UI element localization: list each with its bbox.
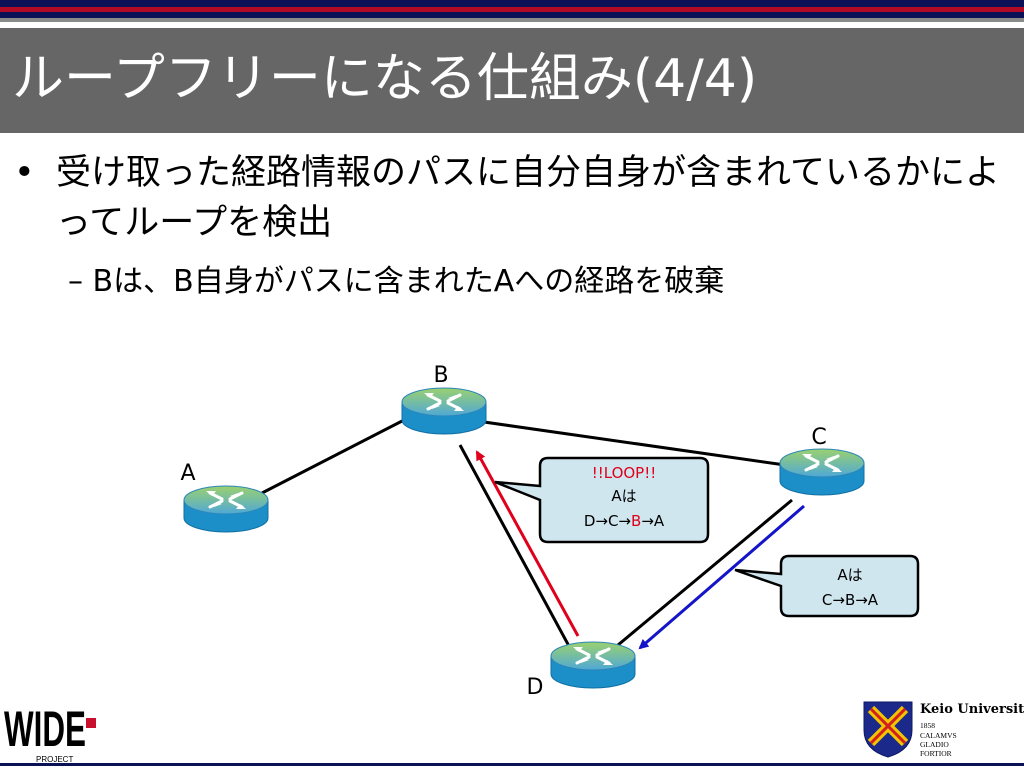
keio-motto-2: GLADIO	[920, 740, 949, 749]
slide-title: ループフリーになる仕組み(4/4)	[12, 49, 758, 109]
bullet-2-text: – Bは、B自身がパスに含まれたAへの経路を破棄	[68, 264, 725, 299]
bullet-1-text: 受け取った経路情報のパスに自分自身が含まれているかによってループを検出	[56, 153, 1000, 243]
path-callout-line2: C→B→A	[822, 591, 879, 609]
loop-callout: !!LOOP!! Aは D→C→B→A	[494, 456, 710, 544]
loop-path-suffix: →A	[641, 512, 665, 530]
wide-logo-subtext: PROJECT	[36, 755, 73, 764]
keio-motto-3: FORTIOR	[920, 749, 952, 758]
node-b-label: B	[433, 363, 448, 388]
header-stripe-navy-2	[0, 12, 1024, 18]
router-d-icon	[549, 640, 637, 690]
node-d-label: D	[527, 675, 544, 700]
loop-arrow-red	[475, 450, 580, 637]
loop-callout-line3: D→C→B→A	[584, 512, 665, 530]
keio-shield-icon	[863, 701, 913, 758]
path-callout: Aは C→B→A	[734, 554, 920, 618]
title-bar: ループフリーになる仕組み(4/4)	[0, 28, 1024, 133]
router-a-icon	[182, 484, 270, 534]
keio-year: 1858	[920, 721, 935, 730]
router-c-icon	[778, 447, 866, 497]
keio-motto-1: CALAMVS	[920, 731, 957, 740]
footer-line	[0, 763, 1024, 766]
link-c-d	[611, 498, 793, 652]
router-b-icon	[400, 386, 488, 436]
loop-path-prefix: D→C→	[584, 512, 631, 530]
loop-callout-title: !!LOOP!!	[592, 464, 657, 482]
wide-logo-text: WIDE	[4, 701, 86, 757]
node-c-label: C	[811, 425, 826, 450]
header-stripe-navy	[0, 0, 1024, 7]
loop-path-highlight: B	[631, 512, 641, 530]
keio-name: Keio University	[920, 702, 1024, 717]
header-stripe-red	[0, 7, 1024, 12]
path-arrow-blue	[638, 504, 805, 650]
link-b-c	[483, 420, 793, 468]
path-callout-line1: Aは	[837, 566, 862, 584]
node-a-label: A	[180, 461, 195, 486]
loop-callout-line2: Aは	[611, 487, 636, 505]
wide-project-logo: WIDE PROJECT	[4, 701, 96, 764]
wide-logo-red-square	[86, 718, 96, 728]
header-stripe-gray	[0, 18, 1024, 22]
keio-university-logo: Keio University 1858 CALAMVS GLADIO FORT…	[858, 700, 1024, 762]
link-b-d	[458, 444, 572, 649]
link-a-b	[261, 416, 409, 495]
bullet-marker: •	[14, 153, 35, 193]
